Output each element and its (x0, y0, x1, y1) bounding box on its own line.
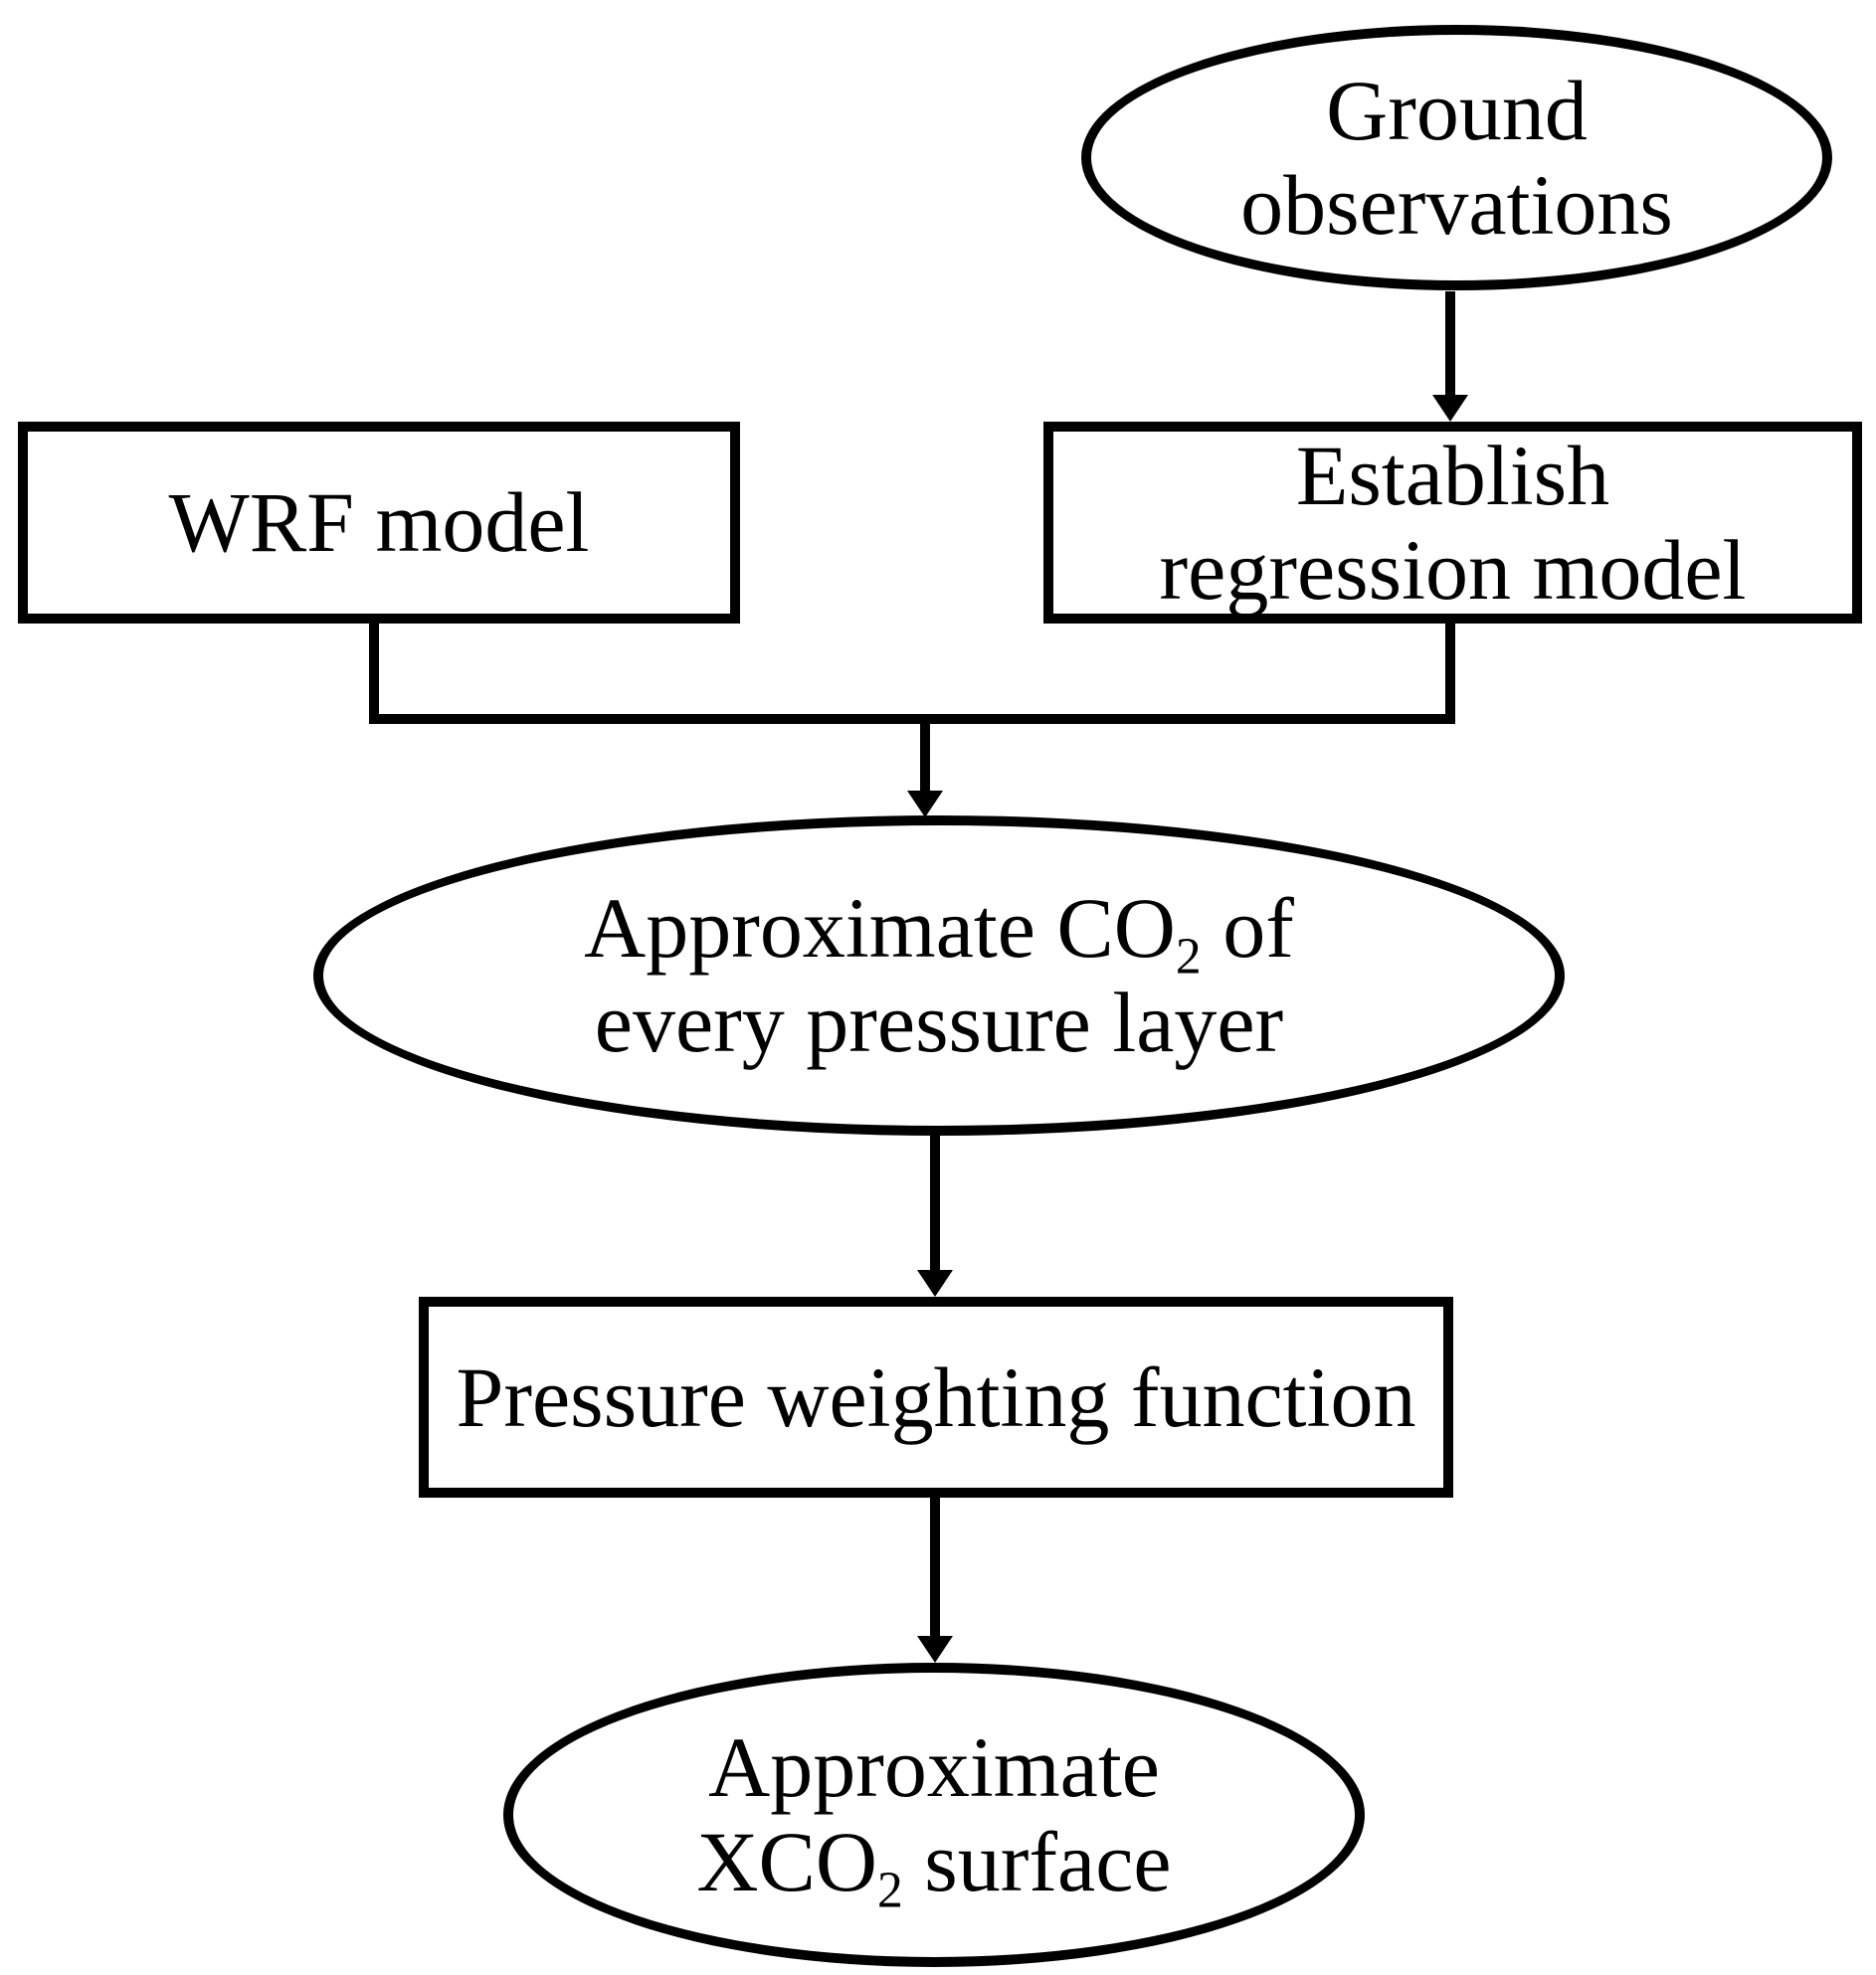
approximate-xco2-label-line1: Approximate (708, 1719, 1160, 1816)
approximate-co2-label-line2: every pressure layer (594, 975, 1284, 1070)
approximate-co2-subscript: 2 (1175, 928, 1202, 986)
node-pressure-weighting-function: Pressure weighting function (419, 1297, 1453, 1498)
ground-observations-label-line2: observations (1240, 156, 1673, 253)
approximate-xco2-subscript: 2 (877, 1862, 903, 1919)
approximate-co2-label-line1-suffix: of (1201, 880, 1294, 977)
approximate-xco2-label-line2-text: XCO (696, 1814, 877, 1909)
node-approximate-co2-layers: Approximate CO2 of every pressure layer (313, 815, 1565, 1136)
node-establish-regression-model: Establish regression model (1043, 422, 1862, 624)
node-ground-observations: Ground observations (1081, 25, 1832, 290)
approximate-xco2-label-line2: XCO2 surface (696, 1814, 1172, 1916)
edge-co2-to-pwf (917, 1134, 953, 1297)
approximate-co2-label-line1-text: Approximate CO (584, 880, 1176, 977)
approximate-co2-label-line1: Approximate CO2 of (584, 880, 1294, 983)
establish-regression-label-line1: Establish (1295, 427, 1610, 523)
edge-co2-to-pwf-arrowhead-icon (917, 1270, 953, 1297)
edge-pwf-to-xco2 (917, 1496, 953, 1663)
edge-ground-to-establish (1432, 291, 1468, 422)
edge-ground-to-establish-arrowhead-icon (1432, 395, 1468, 422)
pressure-weighting-function-label: Pressure weighting function (456, 1348, 1416, 1445)
node-approximate-xco2-surface: Approximate XCO2 surface (503, 1663, 1365, 1967)
approximate-xco2-label-line2-suffix: surface (902, 1814, 1172, 1909)
ground-observations-label-line1: Ground (1326, 62, 1588, 158)
edge-merge-to-co2-arrowhead-icon (907, 791, 943, 817)
edge-merge-wrf-establish (369, 624, 1455, 817)
establish-regression-label-line2: regression model (1159, 521, 1747, 618)
wrf-model-label: WRF model (168, 474, 590, 571)
edge-pwf-to-xco2-arrowhead-icon (917, 1636, 953, 1663)
node-wrf-model: WRF model (18, 422, 740, 624)
